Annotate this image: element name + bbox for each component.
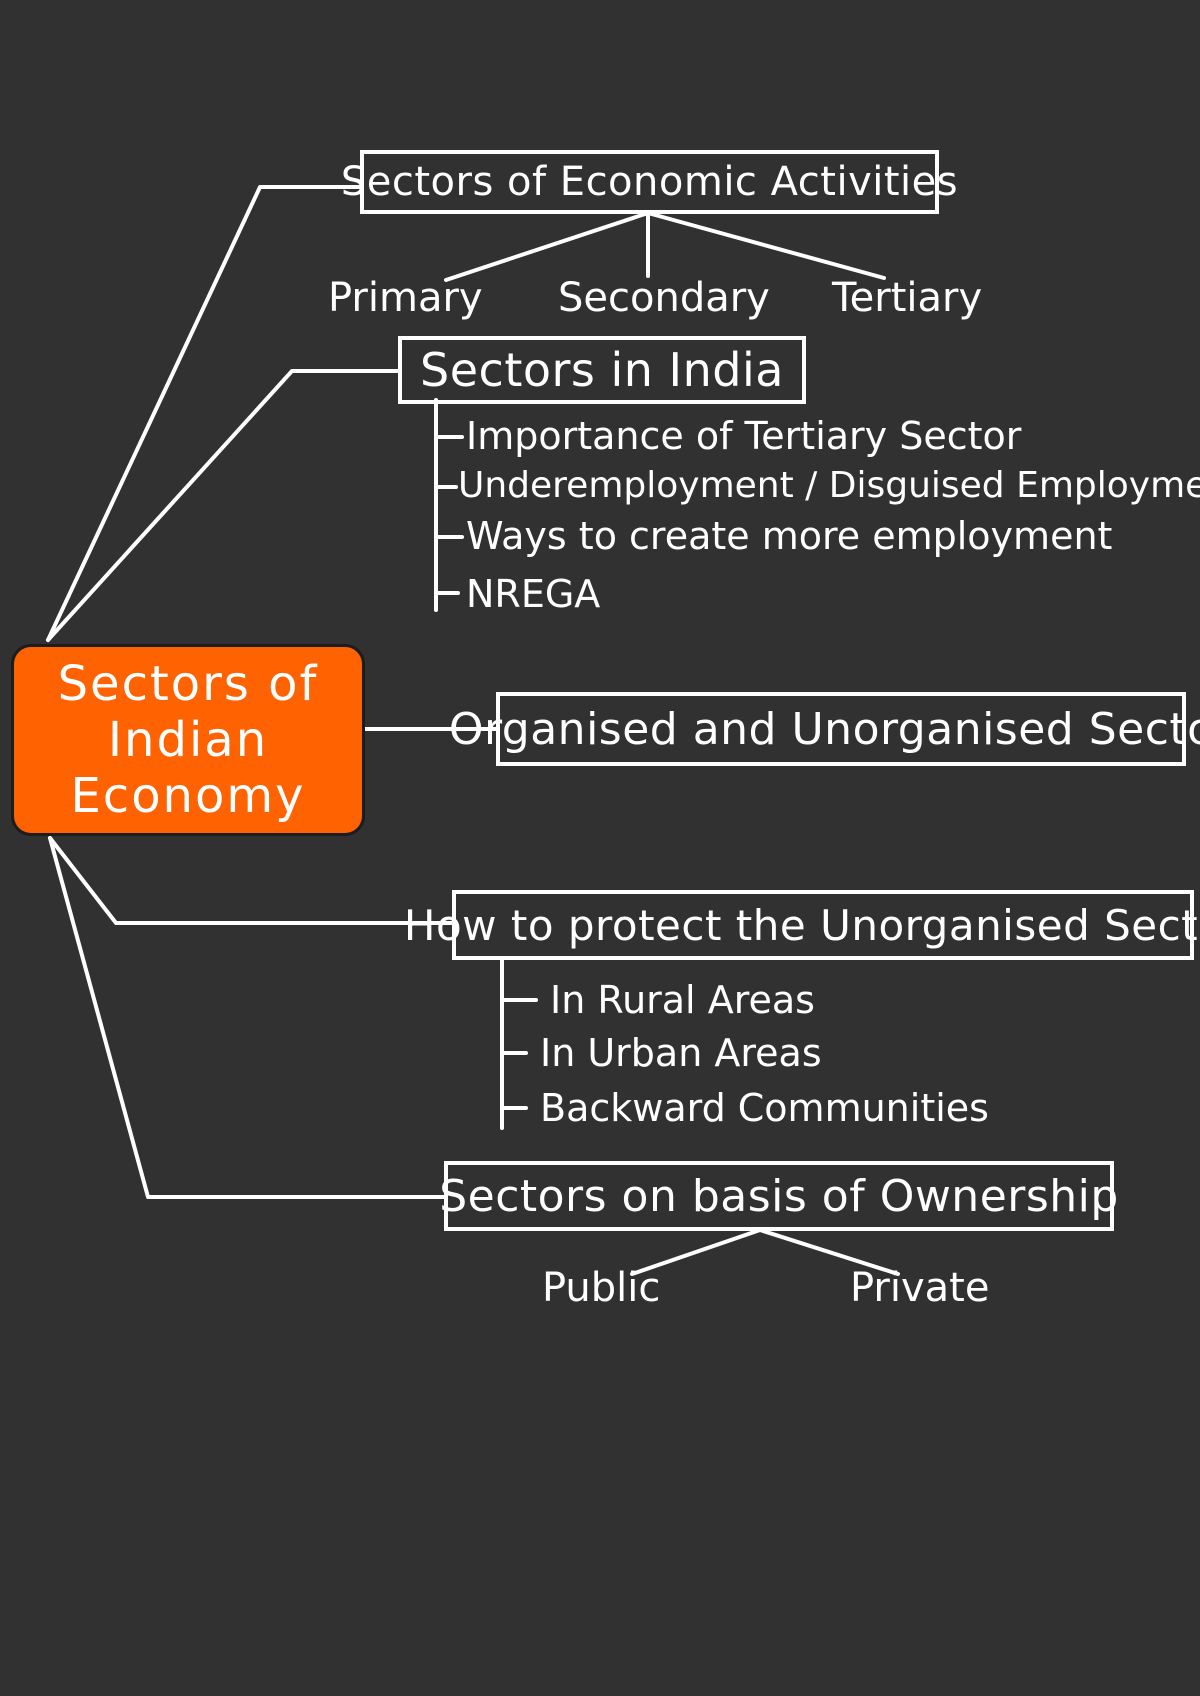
connector-primary bbox=[444, 211, 650, 282]
node-organised: Organised and Unorganised Sector bbox=[449, 692, 1200, 766]
node-sectors-india: Sectors in India bbox=[398, 336, 806, 404]
node-organised-title: Organised and Unorganised Sector bbox=[448, 703, 1200, 755]
protect-item-backward: Backward Communities bbox=[540, 1086, 989, 1130]
leaf-tertiary: Tertiary bbox=[832, 275, 983, 321]
node-economic-activities-title: Sectors of Economic Activities bbox=[340, 159, 959, 205]
india-item-underemployment: Underemployment / Disguised Employment bbox=[458, 465, 1200, 506]
node-protect: How to protect the Unorganised Sector bbox=[404, 890, 1200, 960]
connector-private bbox=[758, 1228, 900, 1276]
connector-public bbox=[630, 1228, 762, 1276]
connector-ownership bbox=[48, 836, 446, 1199]
node-protect-title: How to protect the Unorganised Sector bbox=[403, 900, 1200, 950]
connector-tertiary bbox=[646, 211, 886, 280]
leaf-secondary: Secondary bbox=[558, 275, 770, 321]
leaf-private: Private bbox=[850, 1265, 990, 1311]
leaf-primary: Primary bbox=[328, 275, 483, 321]
node-sectors-india-title: Sectors in India bbox=[420, 343, 784, 397]
india-item-nrega: NREGA bbox=[466, 572, 601, 616]
india-item-importance: Importance of Tertiary Sector bbox=[466, 414, 1022, 458]
connector-sectors-india bbox=[46, 369, 402, 642]
india-item-ways: Ways to create more employment bbox=[466, 514, 1113, 558]
node-ownership: Sectors on basis of Ownership bbox=[439, 1161, 1118, 1231]
central-topic-line-3: Economy bbox=[70, 768, 306, 824]
node-ownership-title: Sectors on basis of Ownership bbox=[439, 1170, 1119, 1222]
protect-item-rural: In Rural Areas bbox=[550, 978, 815, 1022]
node-economic-activities: Sectors of Economic Activities bbox=[341, 150, 958, 214]
connector-protect bbox=[48, 836, 454, 925]
central-topic: Sectors of Indian Economy bbox=[11, 644, 365, 836]
central-topic-line-1: Sectors of bbox=[57, 656, 319, 712]
connector-economic-activities bbox=[46, 185, 362, 642]
protect-item-urban: In Urban Areas bbox=[540, 1031, 822, 1075]
leaf-public: Public bbox=[542, 1265, 661, 1311]
central-topic-line-2: Indian bbox=[107, 712, 269, 768]
